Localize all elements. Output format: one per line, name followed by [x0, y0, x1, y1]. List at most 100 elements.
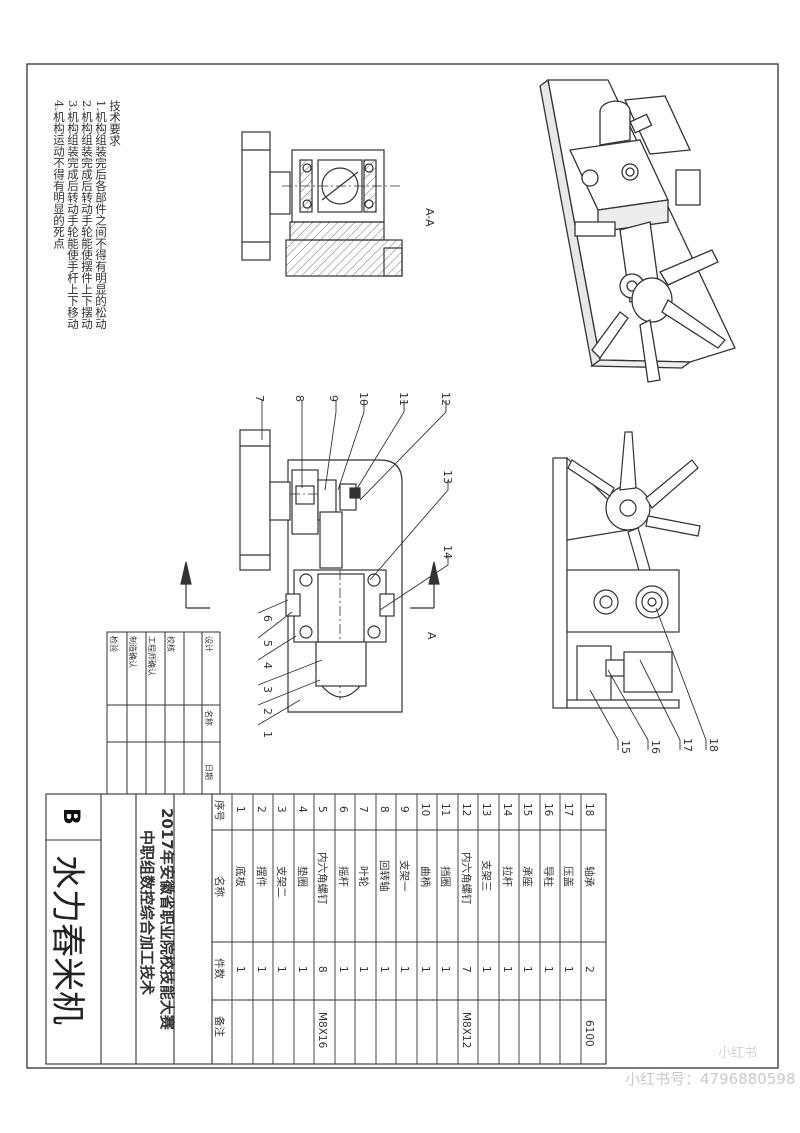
svg-text:M8X16: M8X16 — [316, 1012, 328, 1049]
balloon-10: 10 — [357, 392, 370, 406]
svg-text:2: 2 — [255, 806, 267, 813]
technical-requirements: 技术要求 1.机构组装完后各部件之间不得有明显的松动 2.机构组装完成后转动手轮… — [52, 100, 122, 329]
bom-headers: 序号 名称 件数 备注 — [213, 800, 226, 1038]
sig-checker: 校核 — [166, 636, 176, 652]
bom-row-18: 18 轴承 2 6100 — [583, 803, 596, 1047]
svg-text:摇杆: 摇杆 — [337, 866, 350, 887]
svg-text:7: 7 — [460, 966, 472, 973]
svg-text:1: 1 — [562, 966, 574, 973]
svg-text:拉杆: 拉杆 — [501, 866, 514, 887]
sig-date-label: 日期 — [204, 764, 213, 780]
svg-text:1: 1 — [337, 966, 349, 973]
svg-text:导柱: 导柱 — [542, 866, 555, 887]
svg-text:1: 1 — [480, 966, 492, 973]
tech-item-1: 1.机构组装完后各部件之间不得有明显的松动 — [94, 100, 108, 330]
watermark-logo: 小红书 — [718, 1046, 758, 1061]
svg-text:1: 1 — [521, 966, 533, 973]
balloon-9: 9 — [327, 395, 340, 402]
side-view — [552, 431, 701, 709]
balloon-4: 4 — [261, 662, 274, 669]
balloon-3: 3 — [261, 686, 274, 693]
bom-row-14: 14 拉杆 1 — [501, 803, 514, 973]
svg-text:4: 4 — [296, 806, 308, 813]
svg-text:16: 16 — [542, 803, 554, 817]
balloon-1: 1 — [261, 731, 274, 738]
svg-text:2: 2 — [583, 966, 595, 973]
svg-text:7: 7 — [357, 806, 369, 813]
signature-block — [106, 631, 221, 795]
svg-text:1: 1 — [398, 966, 410, 973]
bom-row-16: 16 导柱 1 — [542, 803, 555, 973]
isometric-view — [539, 78, 736, 383]
bom-header-index: 序号 — [213, 800, 226, 821]
svg-text:14: 14 — [501, 803, 513, 817]
svg-text:17: 17 — [562, 803, 574, 816]
sig-designer: 设计 — [204, 636, 214, 652]
balloon-6: 6 — [261, 615, 274, 622]
svg-text:5: 5 — [316, 806, 328, 813]
sig-name-label: 名称 — [204, 710, 214, 726]
svg-text:1: 1 — [357, 966, 369, 973]
balloon-8: 8 — [293, 395, 306, 402]
svg-text:18: 18 — [583, 803, 595, 816]
tech-item-3: 3.机构组装完成后转动手轮能使手杆上下移动 — [66, 100, 80, 330]
tech-item-2: 2.机构组装完成后转动手轮能使摆件上下摆动 — [80, 100, 94, 330]
svg-text:13: 13 — [480, 803, 492, 816]
svg-text:M8X12: M8X12 — [460, 1012, 472, 1048]
balloon-17: 17 — [681, 738, 694, 752]
svg-text:曲柄: 曲柄 — [419, 866, 432, 887]
svg-text:承座: 承座 — [521, 866, 534, 887]
sheet-letter: B — [58, 808, 83, 825]
balloon-2: 2 — [261, 708, 274, 715]
svg-text:9: 9 — [398, 806, 410, 813]
svg-text:6: 6 — [337, 806, 349, 813]
tech-item-4: 4.机构运动不得有明显的死点 — [52, 100, 66, 249]
drawing-name: 水力舂米机 — [47, 855, 87, 1025]
balloon-15: 15 — [619, 740, 632, 754]
competition-line-2: 中职组数控综合加工技术 — [138, 830, 156, 995]
svg-text:挡圈: 挡圈 — [439, 866, 452, 887]
bom-header-name: 名称 — [213, 876, 226, 897]
balloon-7: 7 — [253, 395, 266, 402]
svg-text:12: 12 — [460, 803, 472, 816]
competition-line-1: 2017年安徽省职业院校技能大赛 — [158, 808, 176, 1031]
balloon-labels: 1 2 3 4 5 6 7 8 9 10 11 12 13 14 15 16 1… — [253, 208, 720, 754]
svg-text:11: 11 — [439, 803, 451, 816]
svg-text:压盖: 压盖 — [562, 866, 575, 887]
svg-text:1: 1 — [501, 966, 513, 973]
balloon-16: 16 — [649, 740, 662, 754]
sig-inspect: 检验 — [109, 636, 119, 652]
svg-text:6100: 6100 — [583, 1020, 595, 1047]
svg-text:1: 1 — [419, 966, 431, 973]
svg-text:支架二: 支架二 — [275, 866, 287, 898]
svg-text:轴承: 轴承 — [583, 866, 596, 887]
watermark: 小红书号：4796880598 — [625, 1070, 796, 1088]
sig-approve: 制造确认 — [128, 636, 138, 668]
balloon-12: 12 — [439, 392, 452, 406]
bom-row-lines — [231, 794, 582, 1064]
bom-row-11: 11 挡圈 1 — [439, 803, 452, 973]
svg-text:底板: 底板 — [234, 866, 247, 887]
svg-text:1: 1 — [296, 966, 308, 973]
section-label: A-A — [423, 208, 436, 227]
svg-text:1: 1 — [439, 966, 451, 973]
svg-text:1: 1 — [542, 966, 554, 973]
svg-text:1: 1 — [255, 966, 267, 973]
balloon-13: 13 — [441, 470, 454, 484]
view-arrow-label: A — [425, 632, 438, 640]
svg-text:10: 10 — [419, 803, 431, 816]
tech-title: 技术要求 — [108, 100, 122, 146]
svg-text:回转轴: 回转轴 — [378, 860, 391, 892]
